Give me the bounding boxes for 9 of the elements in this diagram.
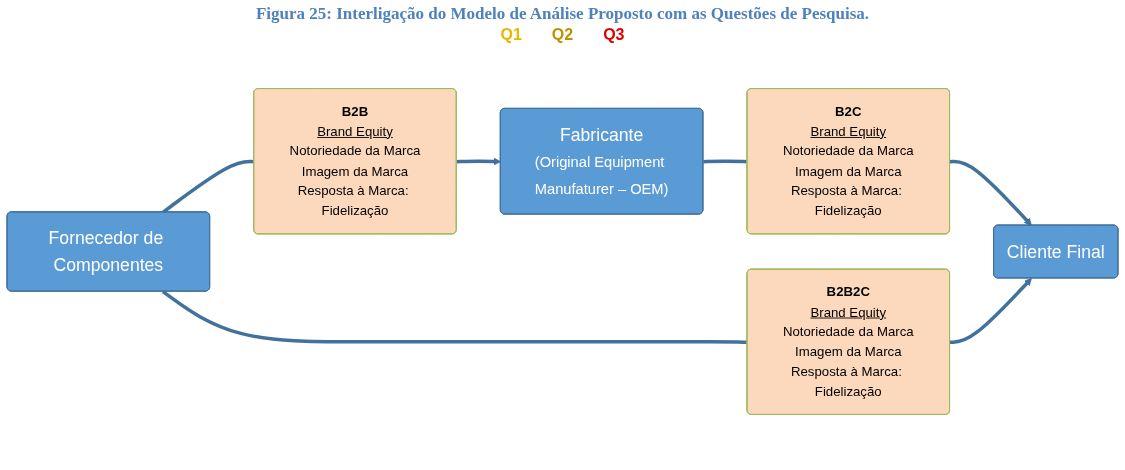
connector	[703, 159, 748, 164]
figure-title: Figura 25: Interligação do Modelo de Análise Proposto com as Questões de Pesquisa.	[254, 4, 871, 24]
arrow	[456, 157, 502, 166]
arrow	[949, 159, 1032, 226]
question-label: Q2	[551, 26, 574, 44]
connector	[161, 290, 748, 344]
arrow	[949, 278, 1032, 344]
question-label: Q1	[500, 26, 522, 44]
question-label: Q3	[603, 26, 625, 44]
